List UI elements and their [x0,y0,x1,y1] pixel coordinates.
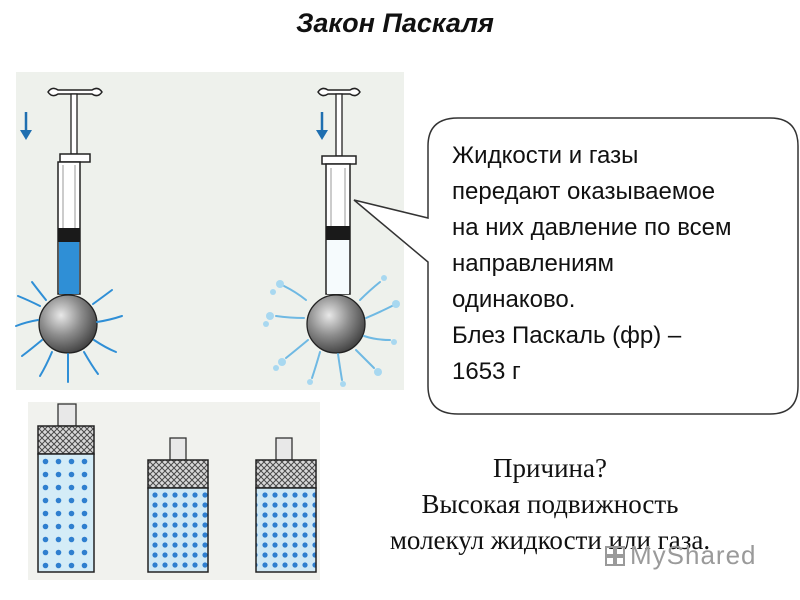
syringe-liquid [15,87,123,383]
cylinder-2 [147,437,209,573]
watermark: MyShared [604,540,757,571]
watermark-text: MyShared [630,540,757,570]
liquid-jets [15,281,123,383]
cause-line: молекул жидкости или газа. [389,525,711,555]
bubble-line: направлениям [452,250,614,277]
gas-cloud-dots [263,275,400,387]
cylinder-3 [255,437,317,573]
bubble-line: 1653 г [452,358,521,385]
bubble-line: передают оказываемое [452,178,716,205]
gas-jets [275,281,393,381]
cylinder-1 [37,403,95,573]
cause-line: Высокая подвижность [421,489,679,519]
syringe-gas [263,87,400,387]
speech-bubble [353,117,799,415]
bubble-line: Блез Паскаль (фр) – [452,322,682,349]
cause-line: Причина? [493,453,607,483]
watermark-logo-icon [605,546,625,566]
bubble-line: на них давление по всем [452,214,732,241]
cause-text: Причина? Высокая подвижность молекул жид… [340,450,760,558]
bubble-text: Жидкости и газы передают оказываемое на … [452,138,792,390]
page-title: Закон Паскаля [296,8,494,38]
bubble-line: одинаково. [452,286,576,313]
bubble-line: Жидкости и газы [452,142,639,169]
